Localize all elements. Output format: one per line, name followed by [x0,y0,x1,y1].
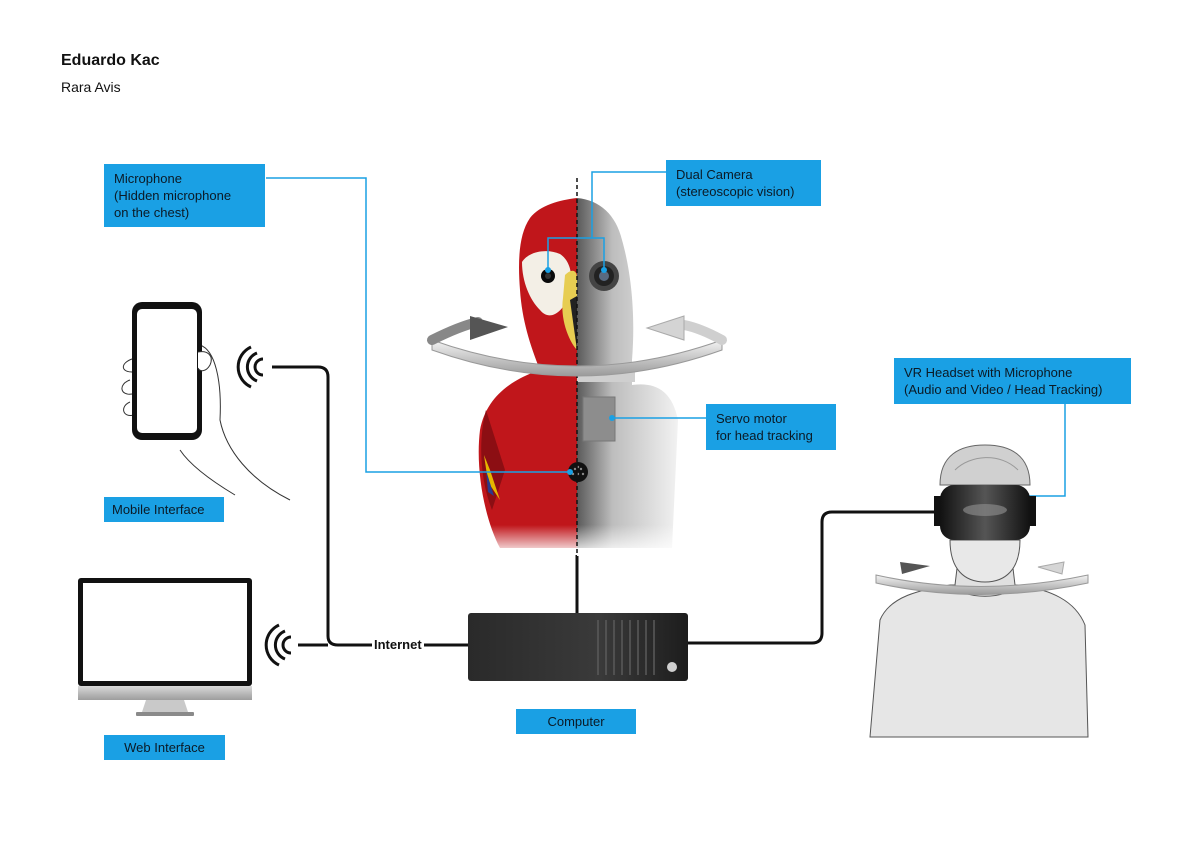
web-interface-label: Web Interface [104,735,225,760]
head-rotation-ring [427,315,727,377]
servo-motor-label: Servo motor for head tracking [706,404,836,450]
computer-label: Computer [516,709,636,734]
vr-headset-label: VR Headset with Microphone (Audio and Vi… [894,358,1131,404]
network-cables [272,365,940,647]
wifi-icon [236,345,264,389]
microphone-label: Microphone (Hidden microphone on the che… [104,164,265,227]
artist-name: Eduardo Kac [61,52,160,69]
smartphone-hand [121,302,291,501]
work-title: Rara Avis [61,79,121,95]
callout-lines [266,171,1066,497]
computer-unit [468,613,688,681]
dual-camera-label: Dual Camera (stereoscopic vision) [666,160,821,206]
desktop-monitor [78,578,252,716]
mobile-interface-label: Mobile Interface [104,497,224,522]
vr-user [869,444,1089,738]
wifi-icon [264,623,292,667]
internet-label: Internet [372,637,424,652]
